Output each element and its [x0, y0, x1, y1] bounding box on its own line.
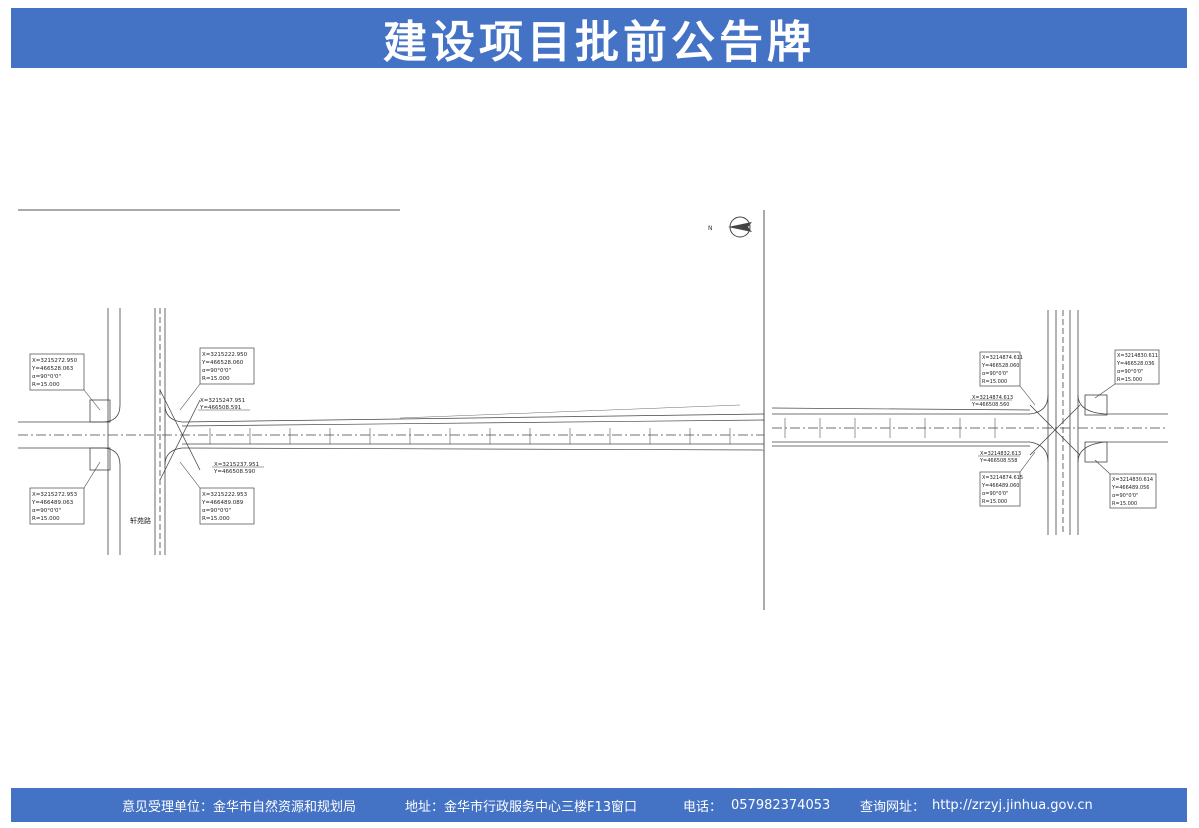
svg-text:α=90°0'0": α=90°0'0": [1112, 493, 1138, 499]
title-banner: 建设项目批前公告牌: [11, 8, 1187, 68]
right-intersection: [1029, 310, 1108, 535]
svg-text:R=15.000: R=15.000: [982, 379, 1007, 385]
svg-text:Y=466528.060: Y=466528.060: [201, 360, 244, 366]
footer-banner: 意见受理单位：金华市自然资源和规划局 地址：金华市行政服务中心三楼F13窗口 电…: [11, 788, 1187, 822]
svg-text:X=3215272.953: X=3215272.953: [32, 492, 78, 498]
svg-text:α=90°0'0": α=90°0'0": [202, 368, 231, 374]
svg-text:Y=466508.590: Y=466508.590: [213, 469, 256, 475]
main-road-left: [18, 404, 765, 451]
svg-text:R=15.000: R=15.000: [202, 376, 230, 382]
svg-text:Y=466489.063: Y=466489.063: [31, 500, 74, 506]
left-label-1: X=3215272.950 Y=466528.063 α=90°0'0" R=1…: [29, 353, 101, 411]
left-label-5: X=3215272.953 Y=466489.063 α=90°0'0" R=1…: [29, 461, 101, 525]
left-label-2: X=3215222.950 Y=466528.060 α=90°0'0" R=1…: [179, 347, 255, 411]
svg-text:Y=466508.558: Y=466508.558: [979, 458, 1017, 464]
footer-address: 地址：金华市行政服务中心三楼F13窗口: [405, 799, 638, 815]
svg-text:X=3214832.613: X=3214832.613: [980, 451, 1021, 457]
svg-text:X=3215237.951: X=3215237.951: [214, 462, 259, 468]
footer-website-link[interactable]: http://zrzyj.jinhua.gov.cn: [932, 797, 1093, 813]
right-label-2: X=3214830.611 Y=466528.036 α=90°0'0" R=1…: [1094, 349, 1160, 399]
svg-text:α=90°0'0": α=90°0'0": [32, 508, 61, 514]
footer-unit: 意见受理单位：金华市自然资源和规划局: [122, 799, 357, 815]
station-marks-left: [209, 428, 731, 444]
svg-text:Y=466489.060: Y=466489.060: [981, 483, 1019, 489]
station-marks-right: [784, 418, 996, 438]
svg-text:R=15.000: R=15.000: [1117, 377, 1142, 383]
svg-text:Y=466489.056: Y=466489.056: [1111, 485, 1149, 491]
svg-text:R=15.000: R=15.000: [32, 382, 60, 388]
main-road-right: [771, 407, 1168, 447]
svg-text:X=3214874.615: X=3214874.615: [982, 475, 1023, 481]
svg-text:α=90°0'0": α=90°0'0": [982, 491, 1008, 497]
svg-text:R=15.000: R=15.000: [1112, 501, 1137, 507]
svg-text:Y=466489.089: Y=466489.089: [201, 500, 244, 506]
svg-text:Y=466528.060: Y=466528.060: [981, 363, 1019, 369]
svg-text:R=15.000: R=15.000: [32, 516, 60, 522]
svg-text:X=3214830.614: X=3214830.614: [1112, 477, 1153, 483]
svg-text:N: N: [708, 225, 713, 232]
right-label-5: X=3214874.615 Y=466489.060 α=90°0'0" R=1…: [979, 451, 1036, 507]
left-label-6: X=3215222.953 Y=466489.089 α=90°0'0" R=1…: [179, 461, 255, 525]
left-label-3: X=3215247.951 Y=466508.591: [198, 398, 250, 411]
svg-text:X=3214830.611: X=3214830.611: [1117, 353, 1158, 359]
right-label-4: X=3214832.613 Y=466508.558: [978, 451, 1021, 464]
road-plan-drawing: N: [0, 200, 1199, 620]
svg-text:α=90°0'0": α=90°0'0": [32, 374, 61, 380]
svg-text:R=15.000: R=15.000: [202, 516, 230, 522]
north-arrow-icon: N: [708, 216, 752, 238]
right-label-6: X=3214830.614 Y=466489.056 α=90°0'0" R=1…: [1094, 459, 1157, 509]
footer-phone-label: 电话：: [683, 799, 723, 815]
right-label-3: X=3214874.613 Y=466508.560: [970, 395, 1013, 408]
svg-text:Y=466508.560: Y=466508.560: [971, 402, 1009, 408]
page-title: 建设项目批前公告牌: [383, 17, 815, 68]
footer-phone-value: 057982374053: [731, 797, 831, 813]
svg-text:X=3215222.953: X=3215222.953: [202, 492, 248, 498]
svg-text:Y=466508.591: Y=466508.591: [199, 405, 241, 411]
left-label-4: X=3215237.951 Y=466508.590: [212, 462, 264, 475]
svg-text:Y=466528.063: Y=466528.063: [31, 366, 74, 372]
road-name-left: 轩苑路: [130, 516, 151, 525]
svg-text:X=3215272.950: X=3215272.950: [32, 358, 78, 364]
svg-text:α=90°0'0": α=90°0'0": [1117, 369, 1143, 375]
svg-text:X=3215222.950: X=3215222.950: [202, 352, 248, 358]
svg-text:R=15.000: R=15.000: [982, 499, 1007, 505]
svg-text:X=3214874.611: X=3214874.611: [982, 355, 1023, 361]
svg-text:X=3215247.951: X=3215247.951: [200, 398, 245, 404]
right-label-1: X=3214874.611 Y=466528.060 α=90°0'0" R=1…: [979, 351, 1036, 406]
svg-text:X=3214874.613: X=3214874.613: [972, 395, 1013, 401]
footer-website-label: 查询网址：: [860, 799, 926, 815]
svg-text:α=90°0'0": α=90°0'0": [202, 508, 231, 514]
svg-text:Y=466528.036: Y=466528.036: [1116, 361, 1154, 367]
svg-text:α=90°0'0": α=90°0'0": [982, 371, 1008, 377]
